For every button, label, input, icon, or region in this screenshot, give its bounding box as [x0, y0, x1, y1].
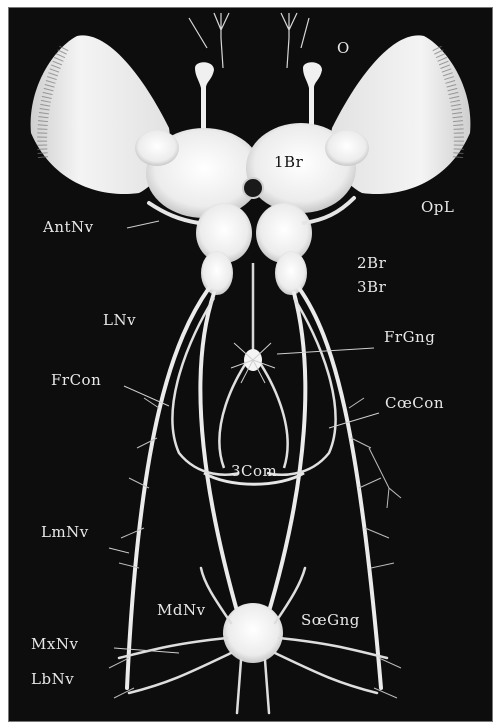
- label-tritocerebrum: 3Br: [357, 278, 386, 296]
- diagram-plate: O 1Br OpL AntNv 2Br 3Br LNv FrGng FrCon …: [8, 7, 493, 722]
- label-subesophageal-ganglion: SœGng: [301, 611, 360, 629]
- label-maxillary-nerve: MxNv: [31, 635, 78, 653]
- leader-lines: [109, 221, 379, 653]
- label-ocellus: O: [337, 39, 350, 57]
- label-frontal-connective: FrCon: [51, 371, 101, 389]
- subesophageal-ganglion: [119, 568, 387, 713]
- label-labial-nerve: LbNv: [31, 670, 74, 688]
- label-protocerebrum: 1Br: [274, 153, 303, 171]
- label-mandibular-nerve: MdNv: [157, 601, 206, 619]
- label-optic-lobe: OpL: [421, 198, 454, 216]
- label-commissure: 3Com: [231, 462, 277, 480]
- label-labral-nerve: LNv: [103, 311, 136, 329]
- label-circumesophageal-connective: CœCon: [385, 394, 444, 412]
- esophageal-foramen: [243, 178, 263, 198]
- label-labrum-nerve: LmNv: [41, 523, 89, 541]
- brain-diagram: [9, 8, 492, 721]
- label-antennal-nerve: AntNv: [43, 218, 94, 236]
- ocellar-nerves: [189, 13, 309, 68]
- label-deutocerebrum: 2Br: [357, 254, 386, 272]
- label-frontal-ganglion: FrGng: [384, 328, 435, 346]
